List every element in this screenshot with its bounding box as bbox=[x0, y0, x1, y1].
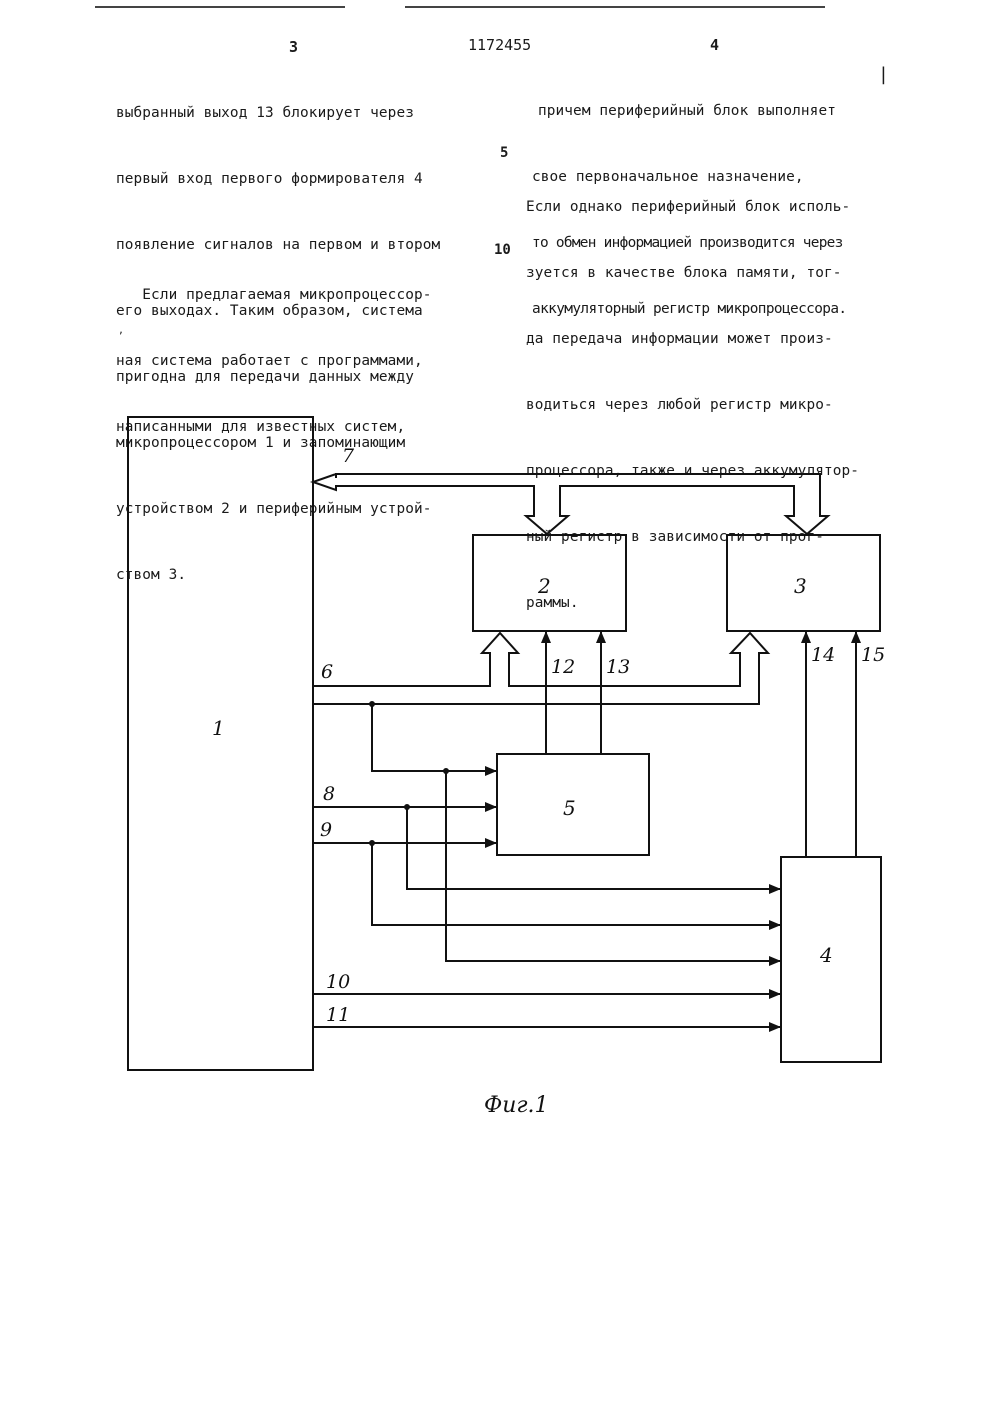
text-line: Если предлагаемая микропроцессор- bbox=[116, 284, 432, 306]
block-1-label: 1 bbox=[212, 716, 225, 740]
line-number-10: 10 bbox=[494, 242, 511, 258]
text-line: первый вход первого формирователя 4 bbox=[116, 168, 440, 190]
wire-8-label: 8 bbox=[323, 783, 335, 805]
edit-mark: | bbox=[878, 64, 889, 85]
block-3-label: 3 bbox=[794, 574, 807, 598]
wire-6-to-5 bbox=[372, 704, 496, 771]
junction-dot bbox=[404, 804, 410, 810]
text-line: зуется в качестве блока памяти, тог- bbox=[526, 262, 859, 284]
block-5-label: 5 bbox=[563, 796, 576, 820]
block-diagram: 1 2 3 5 4 7 6 8 9 10 11 12 13 14 15 Фиг.… bbox=[0, 400, 1000, 1140]
wire-11-label: 11 bbox=[326, 1004, 350, 1026]
page-number-left: 3 bbox=[289, 38, 298, 56]
text-line: Если однако периферийный блок исполь- bbox=[526, 196, 859, 218]
wire-10-label: 10 bbox=[326, 971, 350, 993]
wire-15-label: 15 bbox=[861, 644, 885, 666]
wire-14-label: 14 bbox=[811, 644, 835, 666]
page-number-right: 4 bbox=[710, 36, 719, 54]
junction-dot bbox=[369, 701, 375, 707]
wire-12-label: 12 bbox=[551, 656, 575, 678]
line-number-5: 5 bbox=[500, 145, 508, 161]
figure-caption: Фиг.1 bbox=[484, 1093, 549, 1118]
bus-6 bbox=[313, 633, 768, 704]
text-line: причем периферийный блок выполняет bbox=[532, 100, 847, 122]
block-microprocessor bbox=[128, 417, 313, 1070]
text-line: ная система работает с программами, bbox=[116, 350, 432, 372]
junction-dot bbox=[369, 840, 375, 846]
stray-mark: , bbox=[118, 325, 124, 336]
top-rule-left bbox=[95, 6, 345, 8]
text-line: выбранный выход 13 блокирует через bbox=[116, 102, 440, 124]
wire-6-label: 6 bbox=[321, 661, 333, 683]
patent-number: 1172455 bbox=[468, 36, 531, 54]
wire-13-label: 13 bbox=[606, 656, 630, 678]
junction-dot bbox=[443, 768, 449, 774]
block-2-label: 2 bbox=[537, 574, 551, 598]
wire-7-label: 7 bbox=[342, 445, 355, 467]
text-line: да передача информации может произ- bbox=[526, 328, 859, 350]
wire-9-label: 9 bbox=[320, 819, 332, 841]
wire-8-to-4 bbox=[407, 807, 780, 889]
top-rule-right bbox=[405, 6, 825, 8]
block-4-label: 4 bbox=[819, 943, 833, 967]
bus-7 bbox=[313, 474, 828, 534]
